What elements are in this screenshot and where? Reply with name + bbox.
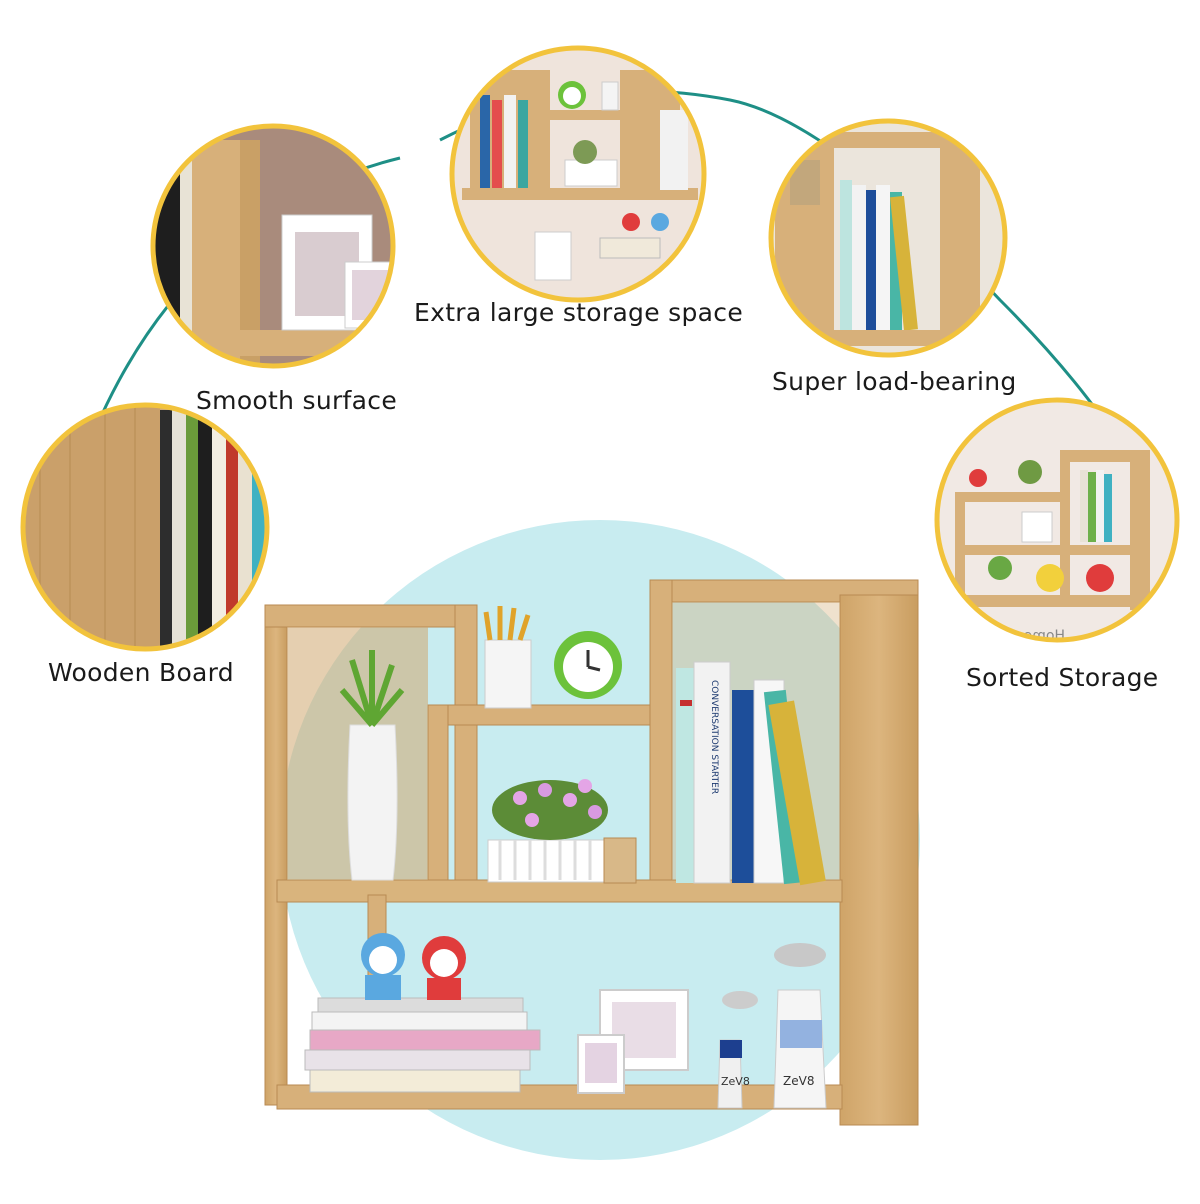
label-storage-space: Extra large storage space: [414, 298, 743, 327]
feature-circle-storage-space: [449, 45, 707, 303]
feature-circle-wooden-board: [20, 402, 270, 652]
feature-circle-sorted-storage: Home: [934, 397, 1180, 643]
book-spine-title: CONVERSATION STARTER: [709, 680, 719, 794]
vase-tag-left: ZeV8: [721, 1075, 750, 1088]
feature-circle-load-bearing: [768, 118, 1008, 358]
label-load-bearing: Super load-bearing: [772, 367, 1017, 396]
vase-tag-right: ZeV8: [783, 1074, 814, 1088]
feature-circle-smooth-surface: [150, 123, 396, 369]
label-smooth-surface: Smooth surface: [196, 386, 398, 415]
label-wooden-board: Wooden Board: [48, 658, 234, 687]
bookshelf: CONVERSATION STARTER ZeV8 ZeV8: [264, 579, 919, 1126]
label-sorted-storage: Sorted Storage: [966, 663, 1159, 692]
